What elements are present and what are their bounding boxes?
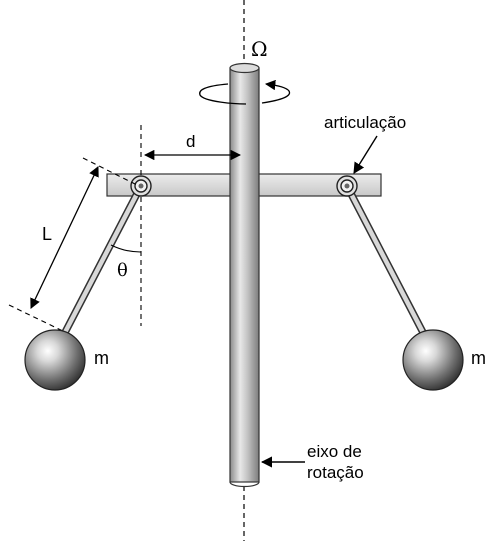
L-dimension-arrow xyxy=(30,166,99,309)
L-extension-line-top xyxy=(82,157,140,187)
L-extension-line-bottom xyxy=(8,304,66,333)
theta-angle-arc xyxy=(110,244,142,253)
mass-left-label: m xyxy=(94,348,109,368)
rotation-arrow-back xyxy=(261,79,291,104)
joint-pointer-arrow xyxy=(353,135,378,174)
left-mass-ball xyxy=(24,329,86,391)
right-mass-ball xyxy=(402,329,464,391)
joint-label: articulação xyxy=(324,113,406,132)
shaft-top-cap xyxy=(229,62,260,74)
axis-label-line1: eixo de xyxy=(307,442,362,461)
shaft-bottom-edge xyxy=(229,481,260,488)
L-label: L xyxy=(42,224,52,244)
mass-right-label: m xyxy=(471,348,486,368)
d-label: d xyxy=(186,132,195,151)
omega-label: Ω xyxy=(251,37,268,61)
left-pendulum-rod-highlight xyxy=(56,183,144,347)
theta-label: θ xyxy=(117,260,128,281)
axis-label-line2: rotação xyxy=(307,463,364,482)
left-joint xyxy=(130,175,152,197)
right-pendulum-rod-highlight xyxy=(344,183,432,347)
right-joint xyxy=(336,175,358,197)
rotation-arrow xyxy=(199,83,247,105)
vertical-shaft xyxy=(229,67,260,483)
